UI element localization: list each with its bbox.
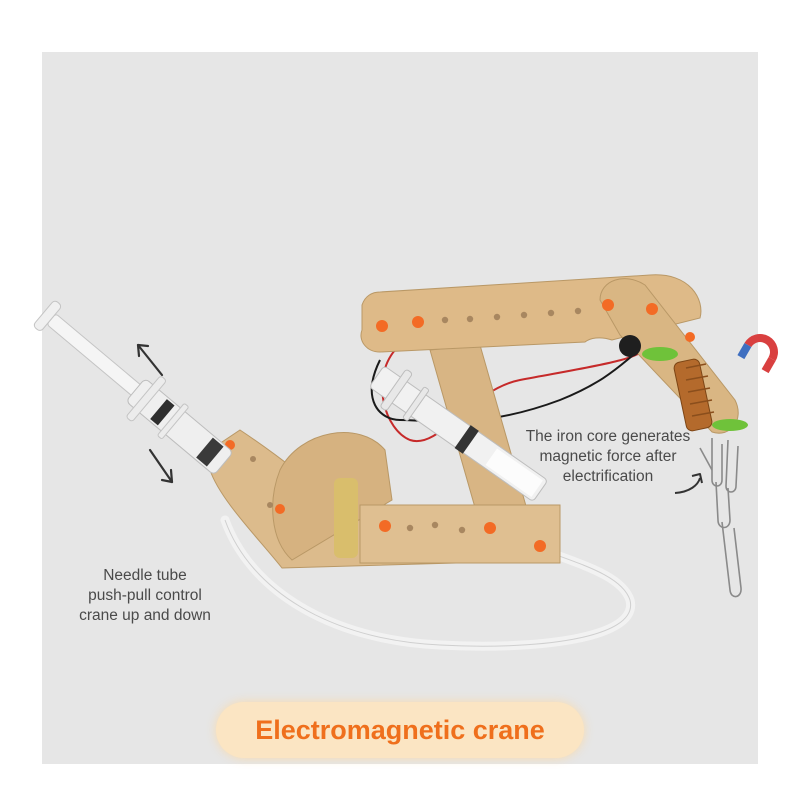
hand-syringe — [33, 300, 232, 474]
switch-knob — [619, 335, 641, 357]
electromagnet-coil — [673, 358, 715, 432]
iron-line-1: The iron core generates — [525, 428, 691, 445]
front-board — [359, 504, 561, 564]
rubber-stopper — [334, 478, 358, 558]
paper-clips — [699, 438, 742, 598]
magnet-icon — [737, 334, 778, 374]
arm-holes — [250, 307, 582, 534]
crane-syringe — [370, 366, 547, 501]
green-clip — [642, 347, 678, 361]
iron-core-annotation: The iron core generates magnetic force a… — [488, 427, 728, 487]
page-title: Electromagnetic crane — [255, 715, 545, 745]
title-pill — [216, 702, 584, 758]
curved-arrow-icon — [674, 477, 701, 494]
iron-line-3: electrification — [562, 468, 654, 485]
needle-line-2: push-pull control — [88, 587, 202, 604]
needle-annotation: Needle tube push-pull control crane up a… — [60, 566, 230, 626]
needle-line-1: Needle tube — [103, 567, 187, 584]
push-pull-arrows-icon — [136, 343, 174, 484]
iron-line-2: magnetic force after — [539, 448, 677, 465]
green-clip-lower — [712, 419, 748, 431]
orange-pegs — [225, 299, 695, 552]
needle-line-3: crane up and down — [79, 607, 211, 624]
